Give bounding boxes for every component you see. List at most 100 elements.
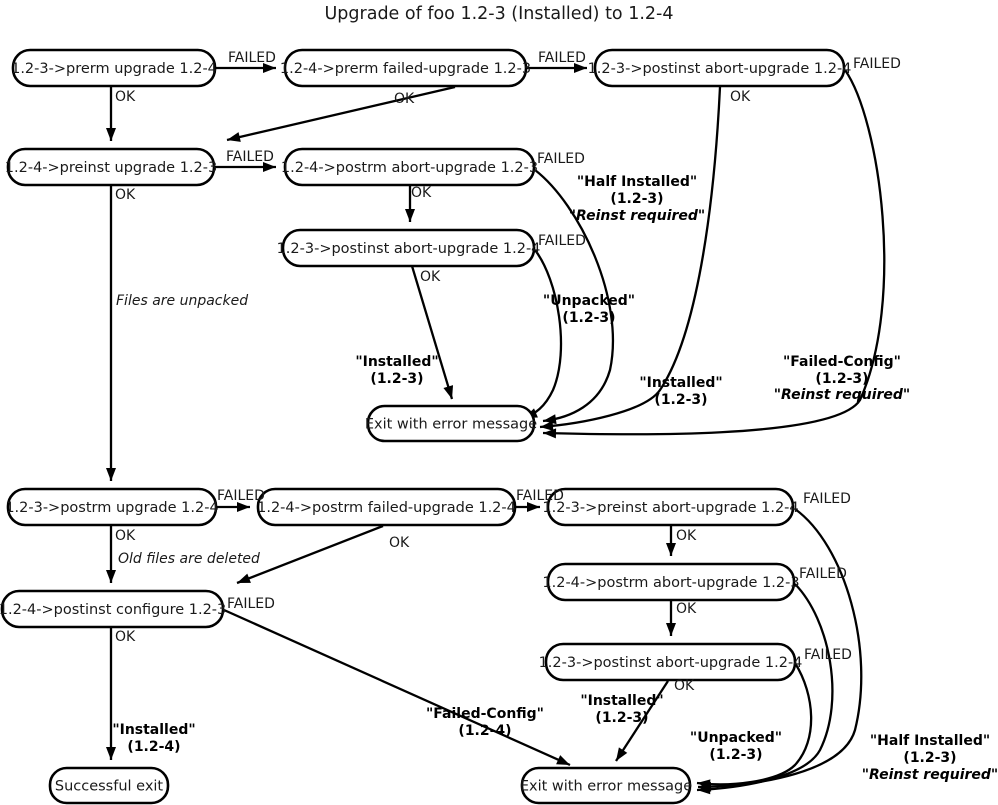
edge-label-failed-3: FAILED: [853, 56, 901, 72]
node-label-preinst-upgrade: 1.2-4->preinst upgrade 1.2-3: [5, 160, 217, 176]
node-label-postinst-abort-top: 1.2-3->postinst abort-upgrade 1.2-4: [588, 61, 852, 77]
arrowhead-e-prerm-failed: [263, 63, 276, 73]
edge-label-failed-11: FAILED: [804, 647, 852, 663]
node-exit-error-upper[interactable]: Exit with error message: [365, 404, 537, 443]
edge-label-ok-11: OK: [674, 678, 695, 694]
edge-label-failed-9: FAILED: [803, 491, 851, 507]
state-label-half-installed-upper: "Half Installed"(1.2-3)"Reinst required": [569, 174, 705, 224]
state-label-line-installed-lower-mid-0: "Installed": [580, 693, 663, 709]
edge-label-ok-9: OK: [676, 528, 697, 544]
edge-label-ok-3: OK: [730, 89, 751, 105]
arrowhead-e-prerm-ok: [106, 128, 116, 141]
node-shape-postinst-abort-top: [593, 48, 846, 88]
arrowhead-e-postrmfail-failed: [527, 502, 540, 512]
edge-label-failed-6: FAILED: [538, 233, 586, 249]
state-label-line-half-installed-lower-0: "Half Installed": [870, 733, 990, 749]
state-label-failed-config-upper: "Failed-Config"(1.2-3)"Reinst required": [774, 354, 910, 403]
state-label-line-half-installed-upper-1: (1.2-3): [610, 191, 663, 207]
arrowhead-e-postrmupg-ok: [106, 570, 116, 583]
state-label-installed-upper-right: "Installed"(1.2-3): [639, 375, 722, 408]
node-label-postinst-abort-upper: 1.2-3->postinst abort-upgrade 1.2-4: [277, 241, 541, 257]
node-postrm-abort-lower[interactable]: 1.2-4->postrm abort-upgrade 1.2-3: [542, 562, 800, 602]
arrowhead-e-postrmupper-failed: [543, 414, 557, 425]
node-exit-error-lower[interactable]: Exit with error message: [520, 766, 692, 805]
note-old-files-deleted: Old files are deleted: [118, 551, 260, 567]
state-label-installed-upper-left: "Installed"(1.2-3): [355, 354, 438, 387]
state-label-line-half-installed-upper-0: "Half Installed": [577, 174, 697, 190]
node-preinst-upgrade[interactable]: 1.2-4->preinst upgrade 1.2-3: [5, 147, 217, 187]
node-postrm-abort-upper[interactable]: 1.2-4->postrm abort-upgrade 1.2-3: [281, 147, 538, 187]
node-label-postrm-failed-upgrade: 1.2-4->postrm failed-upgrade 1.2-4: [257, 500, 516, 516]
node-postinst-abort-upper[interactable]: 1.2-3->postinst abort-upgrade 1.2-4: [277, 228, 541, 268]
state-label-line-failed-config-lower-0: "Failed-Config": [426, 706, 544, 722]
node-prerm-upgrade[interactable]: 1.2-3->prerm upgrade 1.2-4: [11, 48, 217, 88]
edge-e-postinstupper-ok: [410, 265, 454, 400]
state-label-line-half-installed-upper-2: "Reinst required": [569, 208, 705, 224]
node-shape-postrm-failed-upgrade: [256, 487, 517, 527]
node-label-postrm-abort-lower: 1.2-4->postrm abort-upgrade 1.2-3: [542, 575, 799, 591]
edge-e-postrmabortlow-fail: [696, 583, 834, 792]
edge-e-prermfailed-ok: [226, 85, 456, 142]
page-title: Upgrade of foo 1.2-3 (Installed) to 1.2-…: [325, 4, 674, 24]
state-label-line-installed-upper-right-0: "Installed": [639, 375, 722, 391]
node-successful-exit[interactable]: Successful exit: [48, 766, 170, 805]
edge-label-failed-8: FAILED: [516, 488, 564, 504]
node-label-postrm-upgrade: 1.2-3->postrm upgrade 1.2-4: [5, 500, 218, 516]
state-label-line-installed-upper-right-1: (1.2-3): [654, 392, 707, 408]
arrowhead-e-preinst-failed: [263, 162, 276, 172]
edge-label-failed-1: FAILED: [228, 50, 276, 66]
state-labels-layer: "Half Installed"(1.2-3)"Reinst required"…: [112, 174, 998, 783]
node-shape-successful-exit: [48, 766, 170, 805]
arrowhead-e-postinsttop-failed: [543, 428, 557, 439]
arrowhead-e-postinstabortlow-f: [697, 779, 711, 790]
node-postinst-configure[interactable]: 1.2-4->postinst configure 1.2-3: [0, 589, 226, 629]
state-label-line-unpacked-upper-1: (1.2-3): [562, 310, 615, 326]
node-prerm-failed-upgrade[interactable]: 1.2-4->prerm failed-upgrade 1.2-3: [280, 48, 531, 88]
edge-label-failed-2: FAILED: [538, 50, 586, 66]
node-label-exit-error-lower: Exit with error message: [520, 779, 692, 795]
edge-label-failed-12: FAILED: [227, 596, 275, 612]
edges-layer: [106, 63, 886, 795]
note-files-unpacked: Files are unpacked: [116, 293, 248, 309]
edge-e-postinstupper-failed: [523, 249, 563, 420]
edge-e-postrmupper-failed: [534, 169, 615, 423]
state-label-half-installed-lower: "Half Installed"(1.2-3)"Reinst required": [862, 733, 998, 783]
node-shape-preinst-upgrade: [6, 147, 216, 187]
nodes-layer: 1.2-3->prerm upgrade 1.2-4 1.2-4->prerm f…: [0, 48, 852, 805]
arrowhead-e-postrmupg-failed: [237, 502, 250, 512]
state-label-installed-lower-left: "Installed"(1.2-4): [112, 722, 195, 755]
state-label-line-installed-lower-left-1: (1.2-4): [127, 739, 180, 755]
edge-label-ok-2: OK: [394, 91, 415, 107]
node-shape-exit-error-lower: [520, 766, 692, 805]
node-postinst-abort-top[interactable]: 1.2-3->postinst abort-upgrade 1.2-4: [588, 48, 852, 88]
edge-e-postrmfail-ok: [236, 524, 384, 585]
state-label-line-unpacked-lower-0: "Unpacked": [690, 730, 782, 746]
edge-e-postinstconf-failed: [223, 608, 571, 767]
arrowhead-e-preinst-ok: [106, 468, 116, 481]
state-label-unpacked-upper: "Unpacked"(1.2-3): [543, 293, 635, 326]
node-shape-prerm-upgrade: [11, 48, 217, 88]
state-label-line-half-installed-lower-1: (1.2-3): [903, 750, 956, 766]
arrowhead-e-postinstupper-ok: [443, 385, 454, 399]
state-label-installed-lower-mid: "Installed"(1.2-3): [580, 693, 663, 726]
node-postinst-abort-lower[interactable]: 1.2-3->postinst abort-upgrade 1.2-4: [539, 642, 803, 682]
arrowhead-e-prermfailed-ok: [227, 132, 241, 142]
node-label-prerm-failed-upgrade: 1.2-4->prerm failed-upgrade 1.2-3: [280, 61, 531, 77]
state-label-line-installed-upper-left-1: (1.2-3): [370, 371, 423, 387]
edge-e-postinsttop-ok: [539, 86, 722, 429]
state-label-line-failed-config-upper-2: "Reinst required": [774, 387, 910, 403]
edge-label-failed-7: FAILED: [217, 488, 265, 504]
node-label-preinst-abort: 1.2-3->preinst abort-upgrade 1.2-4: [542, 500, 798, 516]
edge-labels-layer: FAILED OK FAILED OK FAILED OK FAILED OK FAILED OK…: [115, 50, 901, 694]
node-postrm-failed-upgrade[interactable]: 1.2-4->postrm failed-upgrade 1.2-4: [256, 487, 517, 527]
state-label-line-unpacked-lower-1: (1.2-3): [709, 747, 762, 763]
node-postrm-upgrade[interactable]: 1.2-3->postrm upgrade 1.2-4: [5, 487, 219, 527]
edge-label-ok-5: OK: [411, 185, 432, 201]
state-label-line-half-installed-lower-2: "Reinst required": [862, 767, 998, 783]
node-preinst-abort[interactable]: 1.2-3->preinst abort-upgrade 1.2-4: [542, 487, 799, 527]
edge-label-failed-4: FAILED: [226, 149, 274, 165]
node-label-postinst-abort-lower: 1.2-3->postinst abort-upgrade 1.2-4: [539, 655, 803, 671]
